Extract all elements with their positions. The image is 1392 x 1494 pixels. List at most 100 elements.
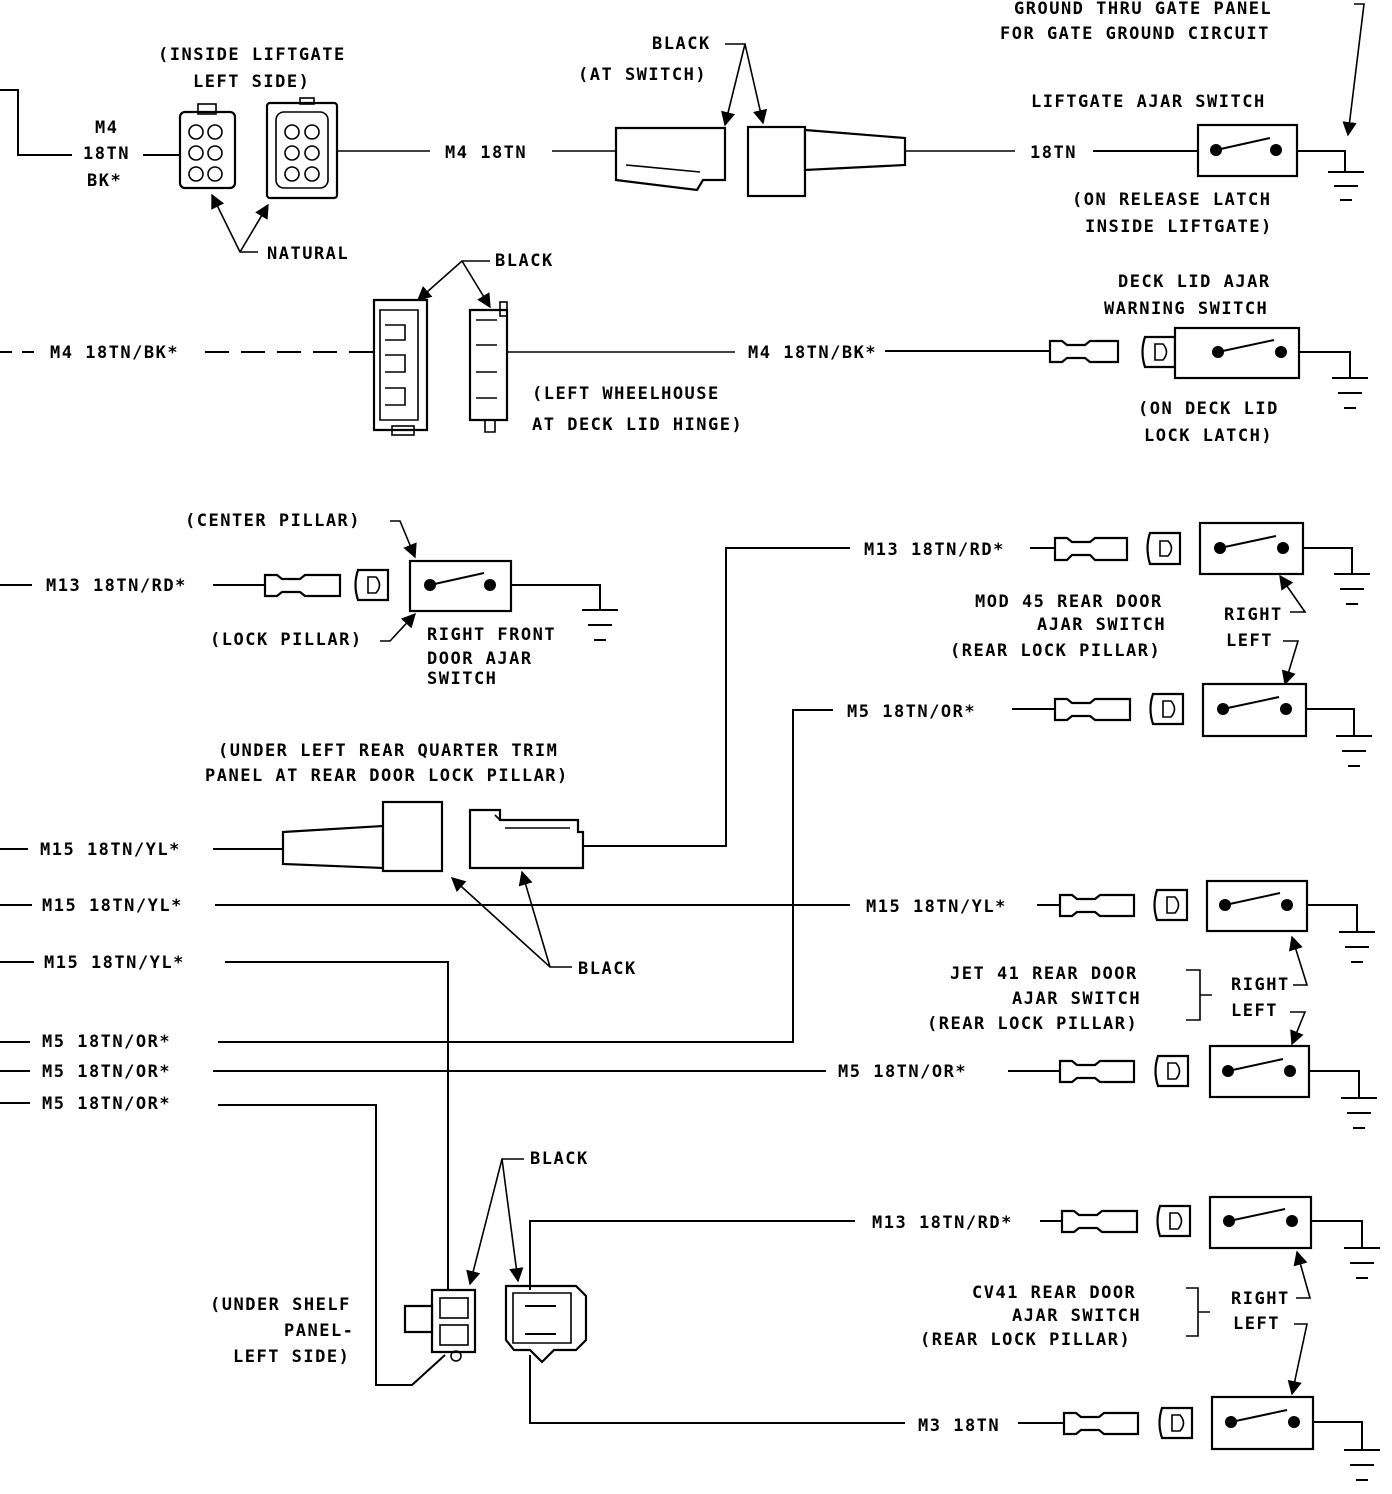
ground-icon [582, 609, 618, 641]
wire-label: M4 18TN/BK* [748, 343, 877, 363]
wire-label: M5 18TN/OR* [42, 1032, 171, 1052]
arrow [1342, 3, 1365, 137]
note-quarter-trim: PANEL AT REAR DOOR LOCK PILLAR) [205, 766, 569, 786]
note-wheelhouse: (LEFT WHEELHOUSE [532, 384, 720, 404]
note-right-front: RIGHT FRONT [427, 625, 556, 645]
wire-label: M15 18TN/YL* [866, 897, 1007, 917]
quarter-trim-connector: M15 18TN/YL* (UNDER LEFT REAR QUARTER TR… [0, 741, 637, 979]
wire-label: M5 18TN/OR* [42, 1062, 171, 1082]
terminal-connector [1058, 1054, 1190, 1088]
connector-deck-male [468, 301, 509, 433]
cv41-left-switch [1210, 1395, 1315, 1451]
note-left: LEFT [1233, 1314, 1280, 1334]
arrow [721, 43, 747, 127]
note-jet41: JET 41 REAR DOOR [950, 964, 1138, 984]
note-quarter-trim: (UNDER LEFT REAR QUARTER TRIM [218, 741, 558, 761]
arrow [1288, 935, 1309, 986]
note-left: LEFT [1231, 1001, 1278, 1021]
wire-label: M13 18TN/RD* [46, 576, 187, 596]
wire-ground [1309, 1070, 1360, 1098]
note-mod45: AJAR SWITCH [1037, 615, 1166, 635]
arrow [518, 870, 551, 968]
wire-m5-route [218, 1104, 446, 1386]
liftgate-ajar-switch [1196, 123, 1299, 178]
wire-label: M13 18TN/RD* [864, 540, 1005, 560]
note-right: RIGHT [1231, 975, 1290, 995]
wire-m13-route [580, 547, 850, 847]
arrow [501, 1158, 524, 1283]
wire-label: M4 18TN [445, 143, 527, 163]
liftgate-circuit: M4 18TN BK* (INSIDE LIFTGATE LEFT SIDE) … [0, 0, 1365, 264]
connector-under-shelf-female [403, 1288, 477, 1362]
note-cv41: AJAR SWITCH [1012, 1306, 1141, 1326]
arrow [416, 260, 490, 301]
wire-ground [1297, 150, 1346, 172]
note-cv41: CV41 REAR DOOR [972, 1283, 1136, 1303]
mod45-rear-door-circuit: M13 18TN/RD* MOD 45 REAR DOOR AJAR SWITC… [218, 521, 1372, 1043]
wire-label: BK* [87, 171, 122, 191]
wire-m15-route [225, 961, 449, 1290]
note-left: LEFT [1226, 631, 1273, 651]
bracket [1186, 1287, 1210, 1337]
connector-6pin-female [178, 103, 237, 190]
ground-icon [1332, 377, 1368, 409]
wire-m5-route [218, 709, 833, 1043]
terminal-connector [1058, 888, 1189, 922]
note-right-front: DOOR AJAR [427, 649, 533, 669]
ground-icon [1336, 735, 1372, 767]
connector-deck-female [372, 298, 429, 436]
wire-ground [1313, 1421, 1363, 1450]
ground-icon [1339, 931, 1375, 963]
note-deck-latch: (ON DECK LID [1138, 399, 1279, 419]
arrow [239, 203, 269, 253]
note-jet41: AJAR SWITCH [1012, 989, 1141, 1009]
arrow [1287, 1323, 1308, 1396]
bracket [1186, 969, 1212, 1021]
wire-label: M5 18TN/OR* [42, 1094, 171, 1114]
terminal-connector [263, 568, 390, 602]
jet41-left-switch [1208, 1044, 1311, 1099]
note-lock-pillar: (LOCK PILLAR) [210, 630, 363, 650]
arrow [390, 520, 417, 559]
arrow [211, 193, 258, 253]
wire-label: M4 [95, 118, 118, 138]
wire-label: M15 18TN/YL* [40, 840, 181, 860]
note-black: BLACK [578, 959, 637, 979]
note-mod45: (REAR LOCK PILLAR) [950, 641, 1161, 661]
note-jet41: (REAR LOCK PILLAR) [927, 1014, 1138, 1034]
terminal-connector [1060, 1204, 1192, 1238]
note-under-shelf: PANEL- [284, 1321, 354, 1341]
note-natural: NATURAL [267, 244, 349, 264]
connector-under-shelf-male [504, 1284, 588, 1364]
cv41-rear-door-circuit: BLACK (UNDER SHELF PANEL- LEFT SIDE) M13… [210, 1149, 1380, 1481]
note-wheelhouse: AT DECK LID HINGE) [532, 415, 743, 435]
note-right: RIGHT [1231, 1289, 1290, 1309]
right-front-door-switch [408, 559, 513, 613]
note-release-latch: INSIDE LIFTGATE) [1085, 217, 1273, 237]
terminal-connector [1053, 692, 1185, 726]
note-right: RIGHT [1224, 605, 1283, 625]
arrow [450, 877, 572, 968]
wire-label: M3 18TN [918, 1416, 1000, 1436]
terminal-connector [1062, 1406, 1194, 1440]
ground-icon [1341, 1097, 1377, 1129]
connector-at-switch [614, 125, 907, 198]
wire-ground [1299, 351, 1351, 378]
mod45-right-switch [1198, 521, 1305, 576]
wire-m13-route [529, 1220, 855, 1290]
wire-ground [1307, 904, 1358, 932]
arrow [1281, 640, 1300, 686]
note-mod45: MOD 45 REAR DOOR [975, 592, 1163, 612]
note-inside-liftgate: (INSIDE LIFTGATE [158, 45, 346, 65]
arrow [744, 43, 768, 125]
wire-ground [511, 584, 601, 610]
arrow [1290, 1011, 1307, 1046]
ground-icon [1334, 573, 1370, 605]
arrow [1279, 574, 1307, 613]
wire-label: M5 18TN/OR* [847, 702, 976, 722]
wire-ground [1306, 708, 1355, 736]
note-deck-switch: DECK LID AJAR [1118, 272, 1271, 292]
note-inside-liftgate: LEFT SIDE) [193, 72, 310, 92]
